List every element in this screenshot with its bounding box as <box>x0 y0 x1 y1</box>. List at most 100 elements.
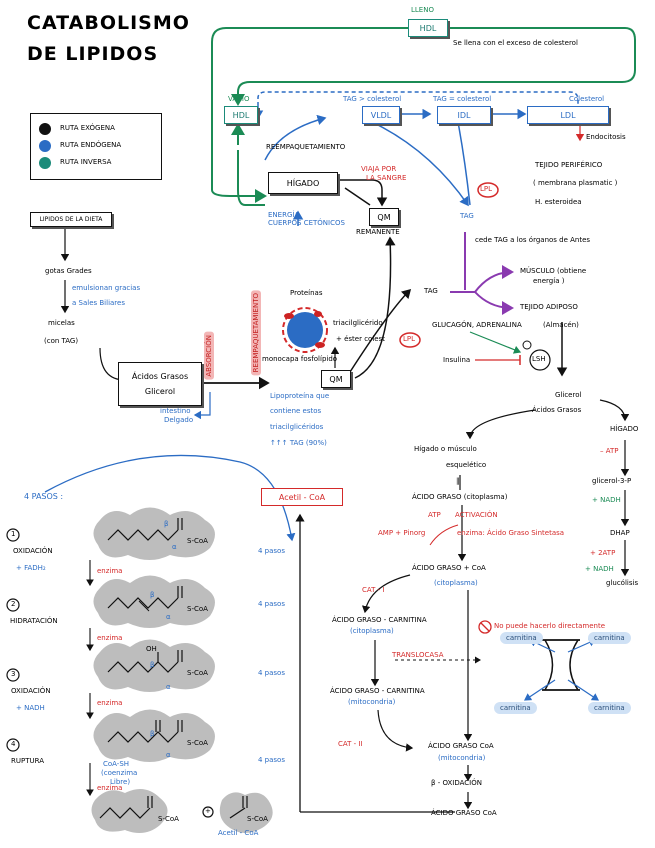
label-coenzima: (coenzima <box>101 769 138 777</box>
label-lipoproteina: Lipoproteína que <box>270 392 330 400</box>
label-glucolisis: glucólisis <box>606 579 639 587</box>
pill-carnitina-2: carnitina <box>588 632 631 644</box>
label-vldl-tag: TAG > colesterol <box>343 95 402 103</box>
label-ag-coa: ÁCIDO GRASO + CoA <box>412 564 486 572</box>
label-glicerol-split: Glicerol <box>555 391 582 399</box>
label-4-pasos: 4 PASOS : <box>24 492 64 501</box>
step-3-cofactor: + NADH <box>16 704 45 712</box>
scoa-2: S-CoA <box>187 605 208 613</box>
label-intestino: intestino <box>160 407 191 415</box>
label-energia: ENERGÍA <box>268 211 300 219</box>
label-trig-line: triacilglicéridos <box>270 423 324 431</box>
box-qm-top: QM <box>369 208 399 226</box>
pill-carnitina-3: carnitina <box>494 702 537 714</box>
label-ag-coa-cito: (citoplasma) <box>434 579 478 587</box>
pill-carnitina-1: carnitina <box>500 632 543 644</box>
label-reempaquetamiento: REEMPAQUETAMIENTO <box>266 143 346 151</box>
label-alpha-1: α <box>172 543 177 551</box>
label-tejido-adiposo: TEJIDO ADIPOSO <box>520 303 578 311</box>
step-3-right: 4 pasos <box>258 669 285 677</box>
label-enzima-sintetasa: enzima: Ácido Graso Sintetasa <box>457 529 565 537</box>
label-insulina: Insulina <box>443 356 471 364</box>
label-glucagon: GLUCAGÓN, ADRENALINA <box>432 321 522 329</box>
label-acidos-grasos: Ácidos Grasos <box>131 372 189 381</box>
label-activacion: ACTIVACIÓN <box>455 511 498 519</box>
label-equals: ‖ <box>456 477 460 485</box>
scoa-6: S-CoA <box>247 815 268 823</box>
label-lsh: LSH <box>532 355 546 363</box>
label-almacen: (Almacén) <box>543 321 579 329</box>
label-alpha-3: α <box>166 683 171 691</box>
label-plus: + <box>205 807 211 815</box>
label-contiene: contiene estos <box>270 407 322 415</box>
box-qm-bottom: QM <box>321 370 351 388</box>
title-line1: CATABOLISMO <box>27 12 190 34</box>
box-acidos-glicerol: Ácidos Grasos Glicerol <box>118 362 202 406</box>
label-reempaquetamiento-red: REEMPAQUETAMIENTO <box>251 290 261 376</box>
label-beta-oxidacion: β - OXIDACIÓN <box>431 779 482 787</box>
box-ldl: LDL <box>527 106 609 124</box>
label-micelas: micelas <box>48 319 75 327</box>
label-alpha-4: α <box>166 751 171 759</box>
step-1-enzima: enzima <box>97 567 123 575</box>
label-remanente: REMANENTE <box>356 228 400 236</box>
label-viaja-por: VIAJA POR <box>361 165 397 173</box>
label-lleno: LLENO <box>411 6 434 14</box>
label-agc-mito: ÁCIDO GRASO - CARNITINA <box>330 687 425 695</box>
box-hdl-empty: HDL <box>224 106 258 124</box>
label-cuerpos-cetonicos: CUERPOS CETÓNICOS <box>268 219 345 227</box>
label-glicerol-3p: glicerol-3-P <box>592 477 632 485</box>
step-4-name: RUPTURA <box>11 757 44 765</box>
label-agc-mito-sub: (mitocondria) <box>348 698 396 706</box>
box-lipidos-dieta: LIPIDOS DE LA DIETA <box>30 212 112 227</box>
label-glicerol: Glicerol <box>144 387 176 396</box>
label-h-esteroidea: H. esteroidea <box>535 198 582 206</box>
step-3-enzima: enzima <box>97 699 123 707</box>
title-line2: DE LIPIDOS <box>27 43 159 65</box>
label-2atp: + 2ATP <box>590 549 616 557</box>
label-nadh-2: + NADH <box>585 565 614 573</box>
step-1-num: 1 <box>11 530 16 538</box>
label-sales-biliares: a Sales Biliares <box>72 299 125 307</box>
label-ester-colest: + éster colest <box>336 335 385 343</box>
label-atp-act: ATP <box>428 511 441 519</box>
legend-box <box>30 113 162 180</box>
step-4-right: 4 pasos <box>258 756 285 764</box>
label-cat-2: CAT - II <box>338 740 363 748</box>
label-lpl-mid: LPL <box>403 335 416 343</box>
label-beta-4: β <box>150 730 155 738</box>
label-lpl-top: LPL <box>480 185 493 193</box>
label-beta-3: β <box>150 661 155 669</box>
label-musculo: MÚSCULO (obtiene <box>520 267 587 275</box>
label-ag-coa-mito-sub: (mitocondria) <box>438 754 486 762</box>
label-tag-tissues: TAG <box>424 287 438 295</box>
label-cat-1: CAT - I <box>362 586 385 594</box>
step-3-name: OXIDACIÓN <box>11 687 51 695</box>
label-menos-atp: – ATP <box>600 447 619 455</box>
label-triacilglicerido: triacilglicérido <box>333 319 383 327</box>
box-vldl: VLDL <box>362 106 400 124</box>
label-dhap: DHAP <box>610 529 630 537</box>
label-delgado: Delgado <box>164 416 194 424</box>
step-2-right: 4 pasos <box>258 600 285 608</box>
label-acetil-coa-bottom: Acetil - CoA <box>218 829 259 837</box>
legend-endogenous: RUTA ENDÓGENA <box>60 141 122 149</box>
label-la-sangre: LA SANGRE <box>366 174 407 182</box>
label-higado-musculo: Hígado o músculo <box>414 445 477 453</box>
scoa-1: S-CoA <box>187 537 208 545</box>
step-3-num: 3 <box>11 670 16 678</box>
label-idl-tag: TAG = colesterol <box>433 95 492 103</box>
scoa-4: S-CoA <box>187 739 208 747</box>
label-tag-90: ↑↑↑ TAG (90%) <box>270 439 327 447</box>
label-esqueletico: esquelético <box>446 461 487 469</box>
pill-carnitina-4: carnitina <box>588 702 631 714</box>
label-nadh-1: + NADH <box>592 496 621 504</box>
label-ag-coa-final: ÁCIDO GRASO CoA <box>431 809 497 817</box>
label-ag-coa-mito: ÁCIDO GRASO CoA <box>428 742 494 750</box>
box-hdl-full: HDL <box>408 19 448 37</box>
label-emulsionan: emulsionan gracias <box>72 284 141 292</box>
label-ldl-colesterol: Colesterol <box>569 95 605 103</box>
label-endocitosis: Endocitosis <box>586 133 626 141</box>
scoa-5: S-CoA <box>158 815 179 823</box>
label-absorcion: ABSORCIÓN <box>204 332 214 380</box>
